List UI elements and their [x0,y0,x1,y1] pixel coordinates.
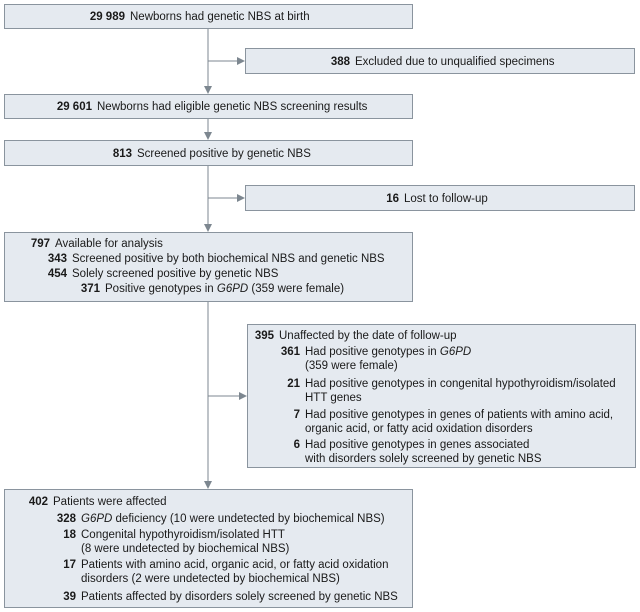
label-affected-g6pd: G6PD deficiency (10 were undetected by b… [81,513,385,525]
count-affected: 402 [28,496,48,508]
count-unaffected-htt: 21 [287,378,300,390]
label-excluded: Excluded due to unqualified specimens [355,56,555,68]
count-genetic-nbs-at-birth: 29 989 [89,11,125,23]
label-unaffected-solely: Had positive genotypes in genes associat… [305,439,542,465]
label-unaffected-htt: Had positive genotypes in congenital hyp… [305,378,616,404]
count-unaffected-amino: 7 [293,409,300,421]
label-screened-positive: Screened positive by genetic NBS [137,148,311,160]
gene-g6pd: G6PD [216,283,249,295]
count-affected-solely: 39 [63,591,76,603]
label-lost: Lost to follow-up [404,193,488,205]
count-excluded: 388 [330,56,350,68]
gene-g6pd: G6PD [81,513,113,525]
count-unaffected-solely: 6 [293,439,300,451]
box-unaffected: 395 Unaffected by the date of follow-up … [247,324,636,468]
box-excluded-specimens: 388 Excluded due to unqualified specimen… [245,48,635,74]
count-unaffected-g6pd: 361 [280,346,300,358]
count-affected-amino: 17 [63,559,76,571]
label-unaffected: Unaffected by the date of follow-up [279,330,457,342]
box-genetic-nbs-at-birth: 29 989 Newborns had genetic NBS at birth [4,4,413,29]
count-screened-positive: 813 [112,148,132,160]
count-available: 797 [30,238,50,250]
box-eligible-results: 29 601 Newborns had eligible genetic NBS… [4,94,413,119]
label-available: Available for analysis [55,238,163,250]
box-screened-positive: 813 Screened positive by genetic NBS [4,140,413,166]
box-available-for-analysis: 797 Available for analysis 343 Screened … [4,232,413,302]
box-affected: 402 Patients were affected 328 G6PD defi… [4,489,413,608]
label-both-screened: Screened positive by both biochemical NB… [72,253,385,265]
count-eligible: 29 601 [56,101,92,113]
count-affected-htt: 18 [63,529,76,541]
label-affected: Patients were affected [53,496,167,508]
count-lost: 16 [386,193,399,205]
label-affected-amino: Patients with amino acid, organic acid, … [81,559,389,585]
label-genetic-nbs-at-birth: Newborns had genetic NBS at birth [130,11,310,23]
label-affected-htt: Congenital hypothyroidism/isolated HTT(8… [81,529,290,555]
label-affected-solely: Patients affected by disorders solely sc… [81,591,398,603]
count-solely-genetic: 454 [47,268,67,280]
label-unaffected-g6pd: Had positive genotypes in G6PD(359 were … [305,346,472,372]
label-eligible: Newborns had eligible genetic NBS screen… [97,101,368,113]
label-solely-genetic: Solely screened positive by genetic NBS [72,268,279,280]
gene-g6pd: G6PD [439,346,472,358]
label-g6pd-positive: Positive genotypes in G6PD (359 were fem… [105,283,345,295]
label-unaffected-amino: Had positive genotypes in genes of patie… [305,409,614,435]
count-affected-g6pd: 328 [56,513,76,525]
count-unaffected: 395 [254,330,274,342]
box-lost-to-follow-up: 16 Lost to follow-up [245,185,635,211]
count-g6pd-positive: 371 [80,283,100,295]
count-both-screened: 343 [47,253,67,265]
